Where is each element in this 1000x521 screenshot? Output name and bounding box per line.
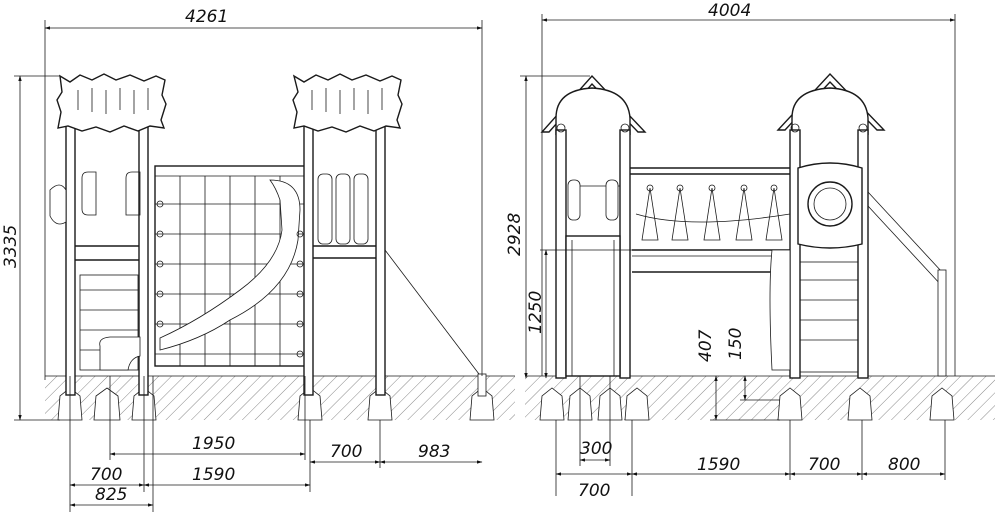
right-dim-407: 407 [696,329,716,362]
left-overall-width: 4261 [185,7,228,27]
right-tower-roof [292,73,403,133]
rope-bridge [630,167,791,273]
right-dim-150: 150 [726,328,746,360]
left-dim-1590: 1590 [192,465,235,485]
right-platform-height: 1250 [526,291,546,334]
right-house-roof [776,72,886,131]
left-elevation-view: 4261 3335 1950 700 983 700 1590 825 [1,7,515,512]
left-dim-700-left: 700 [90,465,122,485]
left-footings [57,387,495,421]
left-dimensions [14,20,483,512]
right-overall-width: 4004 [708,1,751,21]
right-elevation-view: 4004 2928 1250 407 150 300 700 1590 700 … [505,1,995,501]
left-tower-roof [56,73,167,133]
left-dim-983: 983 [418,442,450,462]
left-view-right-tower [292,73,487,397]
left-tower [49,73,167,396]
left-ground [45,376,515,420]
right-dim-700-left: 700 [578,481,610,501]
right-dim-700-mid: 700 [808,455,840,475]
left-overall-height: 3335 [1,225,21,268]
right-dimensions [520,14,956,496]
right-dim-300: 300 [580,439,612,459]
left-climbing-net [154,165,306,367]
right-ground [525,376,995,420]
right-overall-height: 2928 [505,213,525,256]
right-view-left-tower [540,74,647,379]
right-dim-800: 800 [888,455,920,475]
right-dim-1590: 1590 [697,455,740,475]
right-view-right-tower [769,72,947,379]
left-dim-1950: 1950 [192,434,235,454]
left-dim-825: 825 [95,485,127,505]
left-dim-700-right: 700 [330,442,362,462]
right-footings [539,387,955,421]
left-house-roof [540,74,647,133]
